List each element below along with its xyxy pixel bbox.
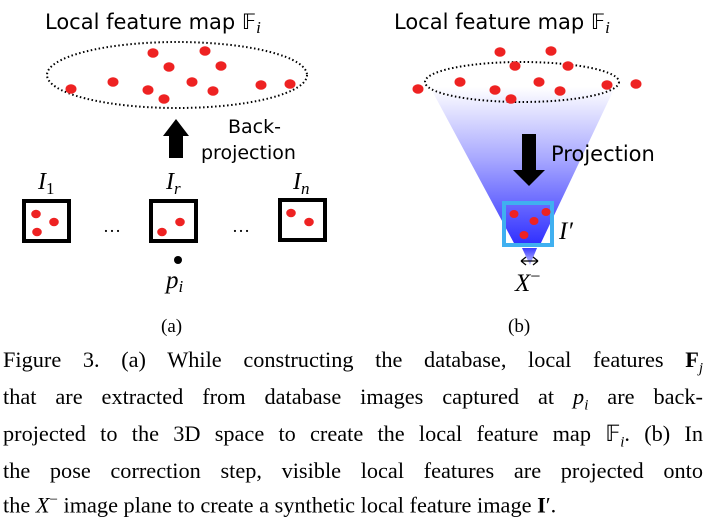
feature-point [509,61,521,71]
panel-b: Local feature map 𝔽i Projection I′ [394,10,655,337]
back-projection-label-2: projection [201,142,296,164]
position-label: pi [164,267,184,296]
feature-point [147,48,159,58]
caption-symbol: F [685,347,699,372]
feature-map-points [412,46,642,104]
feature-point [454,77,466,87]
feature-point [545,46,557,56]
caption-text: the [3,492,36,518]
feature-point [175,217,185,227]
back-projection-label: Back- [228,116,281,138]
synthetic-image-frame [502,201,554,247]
feature-point [286,208,296,218]
feature-map-ellipse [424,61,620,103]
caption-line: projected to the 3D space to create the … [3,420,703,457]
feature-point [255,80,267,90]
feature-point [32,227,42,237]
camera-position-dot [174,256,182,264]
caption-text: . (b) In [624,421,703,447]
caption-line: the X− image plane to create a synthetic… [3,486,703,520]
panel-b-label: (b) [508,316,530,337]
feature-point [284,79,296,89]
caption-subscript: i [620,434,625,451]
feature-point [630,79,642,89]
caption-subscript: i [584,397,589,414]
caption-text: that are extracted from database images … [3,384,574,410]
feature-point [158,94,170,104]
feature-point [562,61,574,71]
frustum-tip [522,248,537,265]
feature-point [489,85,501,95]
caption-symbol: I [537,492,546,518]
synthetic-image-label: I′ [558,218,573,245]
caption-symbol: p [573,384,585,410]
feature-map-ellipse [46,41,308,109]
ellipsis: … [103,216,121,236]
feature-point [186,77,198,87]
feature-point [533,77,545,87]
projection-arrow-icon [513,134,545,186]
image-label-1: I1 [37,169,55,198]
feature-point [509,210,519,218]
feature-point [519,231,529,239]
panel-b-title: Local feature map 𝔽i [394,10,610,37]
feature-point [65,84,77,94]
caption-text: are back- [588,384,703,410]
image-label-r: Ir [165,169,181,198]
caption-text: ′. [545,492,557,518]
database-image-n [278,198,327,242]
caption-superscript: − [49,491,58,508]
caption-symbol: X [35,492,50,518]
feature-point [554,86,566,96]
database-image-r [149,199,198,243]
feature-point [157,227,167,237]
feature-point [601,80,613,90]
feature-point [107,77,119,87]
feature-point [215,61,227,71]
panel-a-label: (a) [161,316,182,337]
feature-map-points [65,46,296,104]
caption-subscript: j [698,360,703,377]
caption-text: image plane to create a synthetic local … [57,492,538,518]
feature-point [49,217,59,227]
feature-point [529,217,539,225]
panel-a: Local feature map 𝔽i Back- projection I1… [22,10,327,337]
figure-diagram: Local feature map 𝔽i Back- projection I1… [22,10,655,337]
feature-point [207,86,219,96]
back-projection-arrow-icon [163,119,189,158]
caption-text: projected to the 3D space to create the … [3,421,621,447]
camera-width-arrow-icon [520,256,539,266]
feature-point [31,209,41,219]
caption-line: the pose correction step, visible local … [3,457,703,486]
caption-line: Figure 3. (a) While constructing the dat… [3,346,703,383]
figure-caption: Figure 3. (a) While constructing the dat… [3,346,703,520]
feature-point [199,46,211,56]
camera-label: X− [514,266,540,297]
caption-text: Figure 3. (a) While constructing the dat… [3,347,686,372]
projection-label: Projection [551,142,655,166]
image-label-n: In [292,169,310,198]
database-image-1 [22,199,71,243]
caption-line: that are extracted from database images … [3,383,703,420]
feature-point [304,217,314,227]
feature-point [142,85,154,95]
feature-point [541,208,551,216]
feature-point [163,62,175,72]
panel-a-title: Local feature map 𝔽i [45,10,261,37]
feature-point [505,94,517,104]
feature-point [412,84,424,94]
ellipsis: … [232,216,250,236]
caption-text: the pose correction step, visible local … [3,458,703,484]
feature-point [494,47,506,57]
